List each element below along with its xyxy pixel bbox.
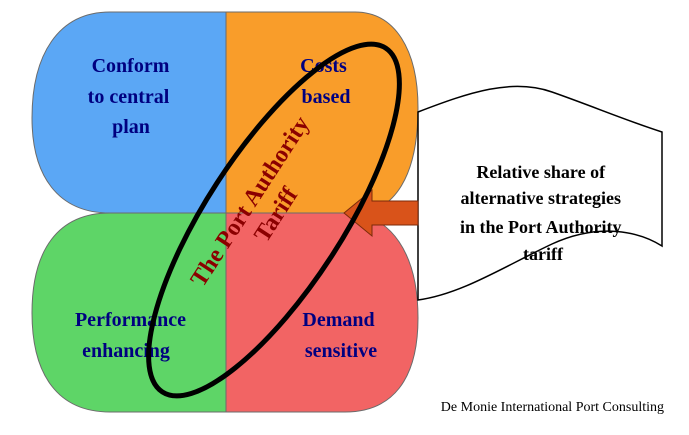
quadrant-top-left-line2: to central	[88, 86, 170, 108]
quadrant-bottom-right-line2: sensitive	[305, 340, 377, 362]
quadrant-top-left-line1: Conform	[92, 55, 170, 77]
quadrant-top-right-line2: based	[302, 86, 351, 108]
quadrant-top-left-line3: plan	[112, 116, 150, 138]
callout-line3: in the Port Authority	[460, 217, 622, 237]
port-authority-ellipse	[146, 41, 402, 399]
quadrant-bottom-left	[31, 212, 227, 413]
callout-line4: tariff	[523, 244, 564, 264]
svg-text:Relative share of alternat: Relative share of alternative strategies…	[460, 162, 626, 264]
callout-line1: Relative share of	[476, 162, 606, 182]
callout-line2: alternative strategies	[461, 188, 621, 208]
callout-banner	[417, 85, 663, 301]
credit-text: De Monie International Port Consulting	[441, 400, 664, 415]
quadrant-bottom-right-line1: Demand	[302, 309, 374, 331]
quadrant-top-left	[31, 11, 227, 214]
svg-text:Demand sensitive: Demand sensitive	[302, 309, 379, 362]
svg-text:Conform to central pla: Conform to central plan	[88, 55, 175, 138]
quadrant-bottom-left-line2: enhancing	[82, 340, 170, 362]
quadrant-bottom-left-line1: Performance	[75, 309, 186, 331]
